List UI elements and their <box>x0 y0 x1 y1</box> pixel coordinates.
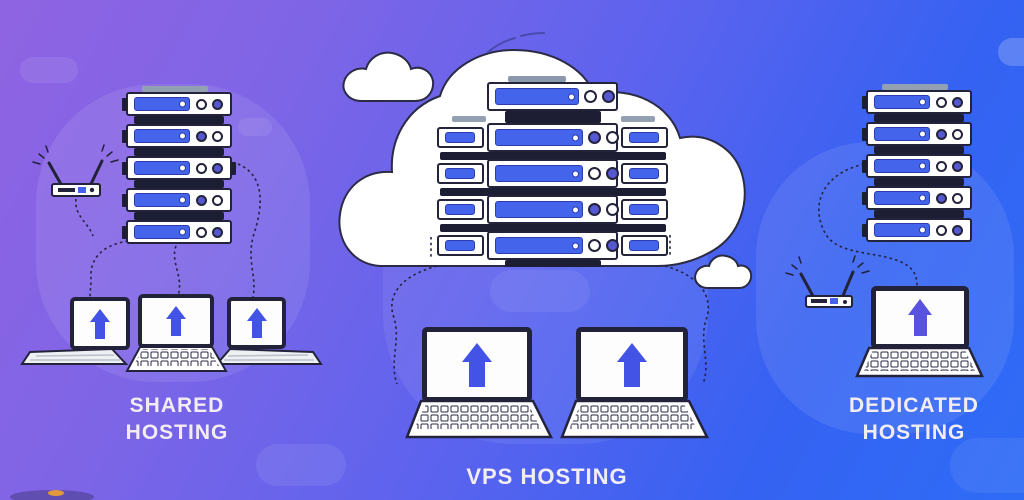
faint-cloud-icon <box>256 444 346 486</box>
faint-cloud-icon <box>20 57 78 83</box>
label-vps-hosting: VPS HOSTING <box>437 463 657 490</box>
router-icon <box>32 144 119 197</box>
laptop-base-keyboard <box>855 346 984 378</box>
label-line: DEDICATED <box>849 394 979 417</box>
router-icon <box>785 255 870 308</box>
faint-cloud-icon <box>490 270 590 312</box>
cloud-arc-decoration <box>487 32 545 53</box>
laptop-base-side <box>20 347 129 365</box>
label-shared-hosting: SHARED HOSTING <box>77 392 277 446</box>
label-line: HOSTING <box>862 421 966 444</box>
label-dedicated-hosting: DEDICATED HOSTING <box>814 392 1014 446</box>
faint-cloud-icon <box>950 438 1024 493</box>
bottom-edge-artifact <box>10 490 94 500</box>
dashed-connection-lines <box>75 163 918 385</box>
laptop-base-keyboard <box>125 346 228 372</box>
label-line: HOSTING <box>125 421 229 444</box>
small-cloud-icon <box>342 51 435 102</box>
label-line: SHARED <box>129 394 225 417</box>
label-line: VPS HOSTING <box>466 464 628 489</box>
laptop-base-keyboard <box>560 399 710 439</box>
faint-cloud-icon <box>238 118 272 136</box>
laptop-base-keyboard <box>405 399 554 439</box>
small-cloud-icon <box>694 254 753 289</box>
faint-cloud-icon <box>998 38 1024 66</box>
laptop-base-side <box>214 347 323 365</box>
